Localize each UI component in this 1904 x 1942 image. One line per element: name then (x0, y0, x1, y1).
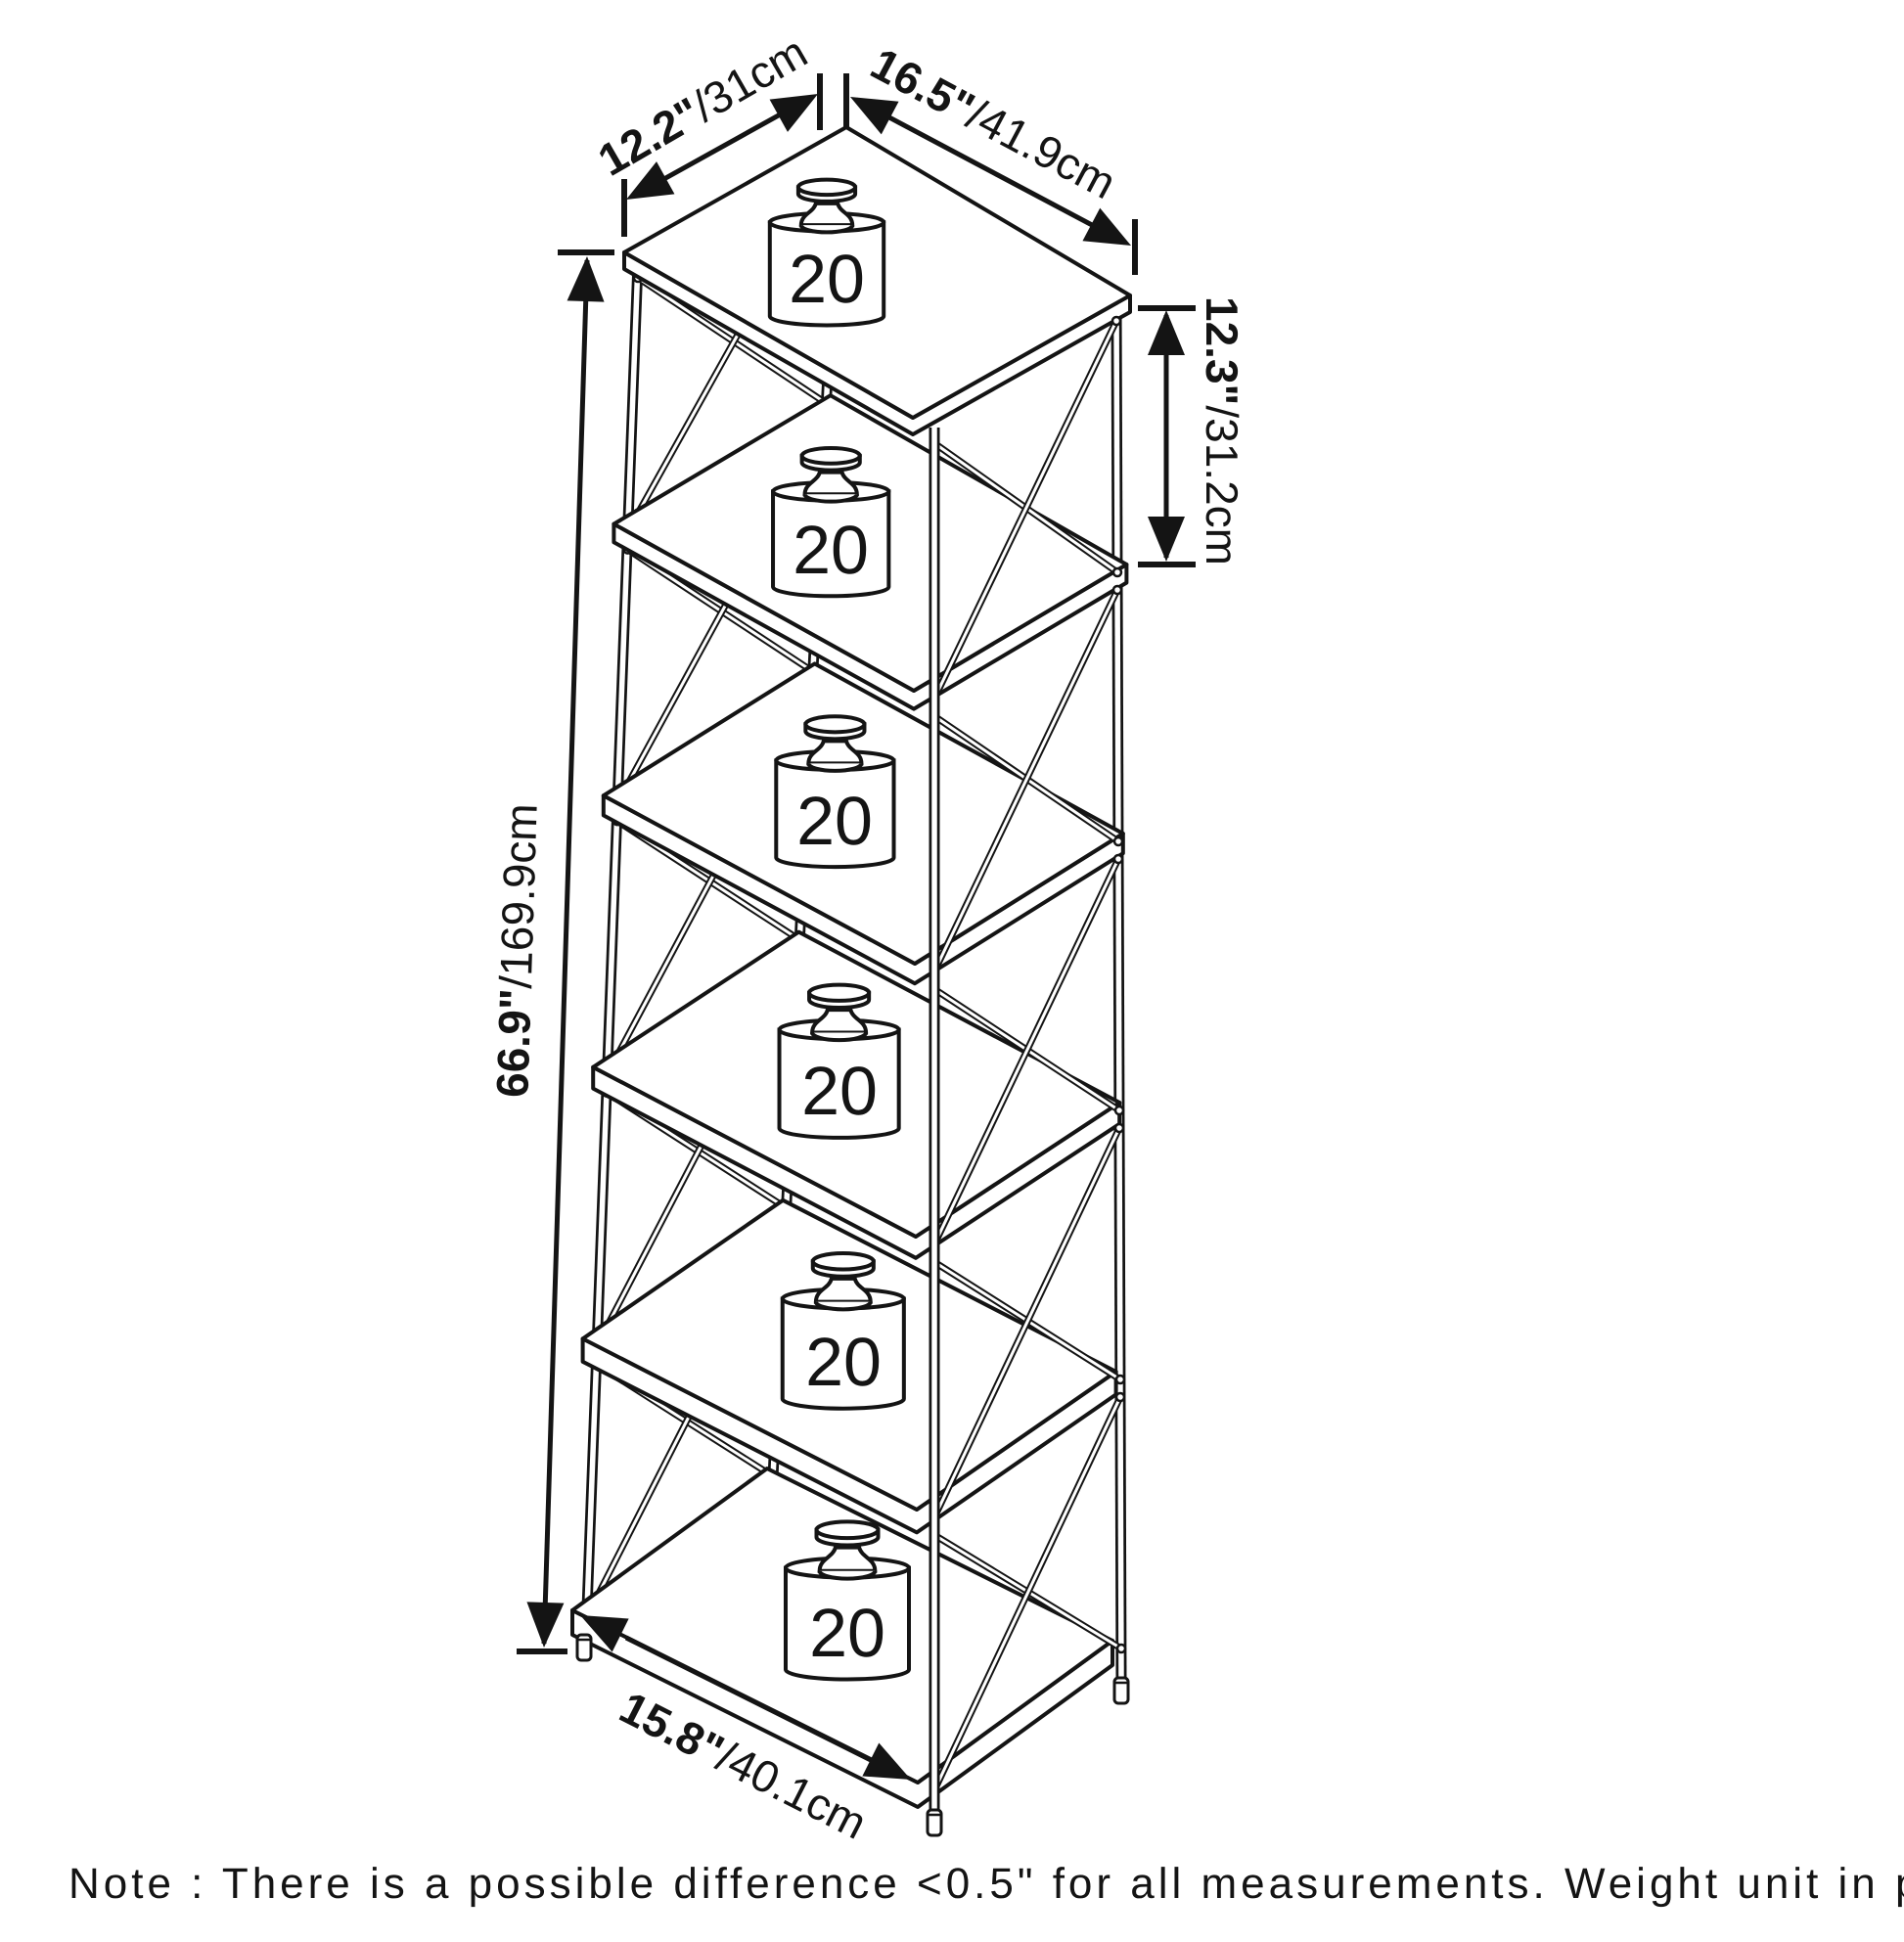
weight-icon (774, 714, 896, 870)
weight-icons (767, 177, 911, 1682)
weight-value-6: 20 (809, 1595, 885, 1671)
weight-value-2: 20 (793, 512, 869, 588)
weight-icon (767, 177, 886, 328)
weight-value-4: 20 (801, 1053, 878, 1129)
weight-value-5: 20 (805, 1324, 882, 1400)
feet (575, 1633, 1130, 1837)
dim-shelf-spacing-label: 12.3"/31.2cm (1197, 296, 1247, 565)
weight-value-3: 20 (796, 783, 873, 859)
dim-height-label: 66.9"/169.9cm (486, 802, 546, 1098)
weight-labels: 20 20 20 20 20 20 (789, 241, 885, 1671)
dimension-lines (517, 73, 1196, 1780)
note-text: Note : There is a possible difference <0… (68, 1860, 1904, 1908)
weight-icon (777, 982, 901, 1140)
weight-value-1: 20 (789, 241, 865, 317)
weight-icon (780, 1250, 906, 1411)
weight-icon (784, 1519, 911, 1682)
weight-icon (771, 445, 891, 599)
front-frame (929, 315, 1127, 1810)
